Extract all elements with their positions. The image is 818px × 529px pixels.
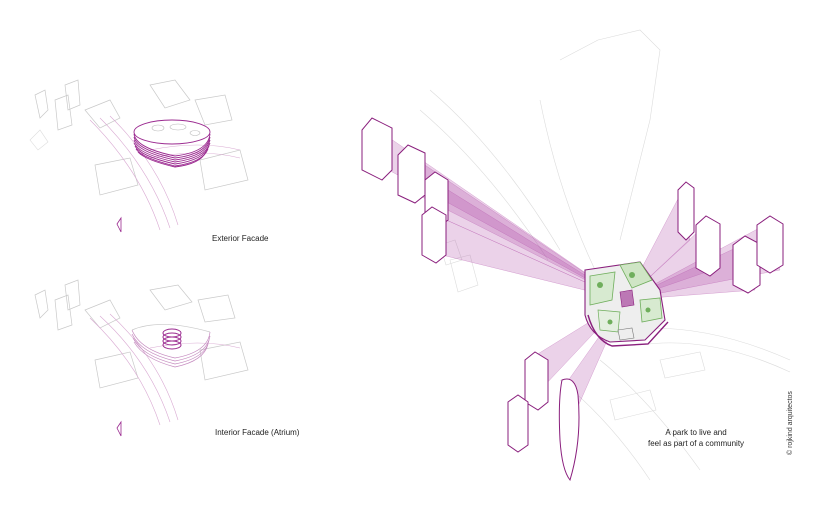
tower [524, 351, 549, 411]
view-beams [377, 129, 781, 421]
park-caption-line2: feel as part of a community [648, 439, 745, 448]
roads [89, 313, 241, 426]
context-buildings [29, 79, 249, 196]
tower [507, 394, 529, 453]
context-buildings [34, 279, 249, 389]
exterior-facade-diagram [29, 79, 249, 233]
tower [397, 144, 426, 204]
tower [756, 215, 784, 274]
north-arrow-icon [116, 216, 122, 233]
central-building [584, 261, 669, 347]
tower [677, 181, 695, 241]
park-caption-line1: A park to live and [665, 428, 727, 437]
interior-facade-label: Interior Facade (Atrium) [215, 428, 300, 437]
tower [361, 117, 393, 181]
tower [695, 215, 721, 277]
north-arrow-icon [116, 420, 122, 437]
tower [732, 235, 761, 294]
tower [421, 206, 447, 264]
exterior-building [133, 119, 211, 168]
main-view-diagram [361, 29, 791, 482]
interior-building [131, 324, 211, 368]
credit-text: © rojkind arquitectos [787, 391, 794, 455]
tower-curved [558, 378, 580, 482]
interior-facade-diagram [34, 279, 249, 437]
surrounding-towers [361, 117, 784, 482]
park-caption: A park to live and feel as part of a com… [648, 427, 744, 449]
exterior-facade-label: Exterior Facade [212, 234, 269, 243]
